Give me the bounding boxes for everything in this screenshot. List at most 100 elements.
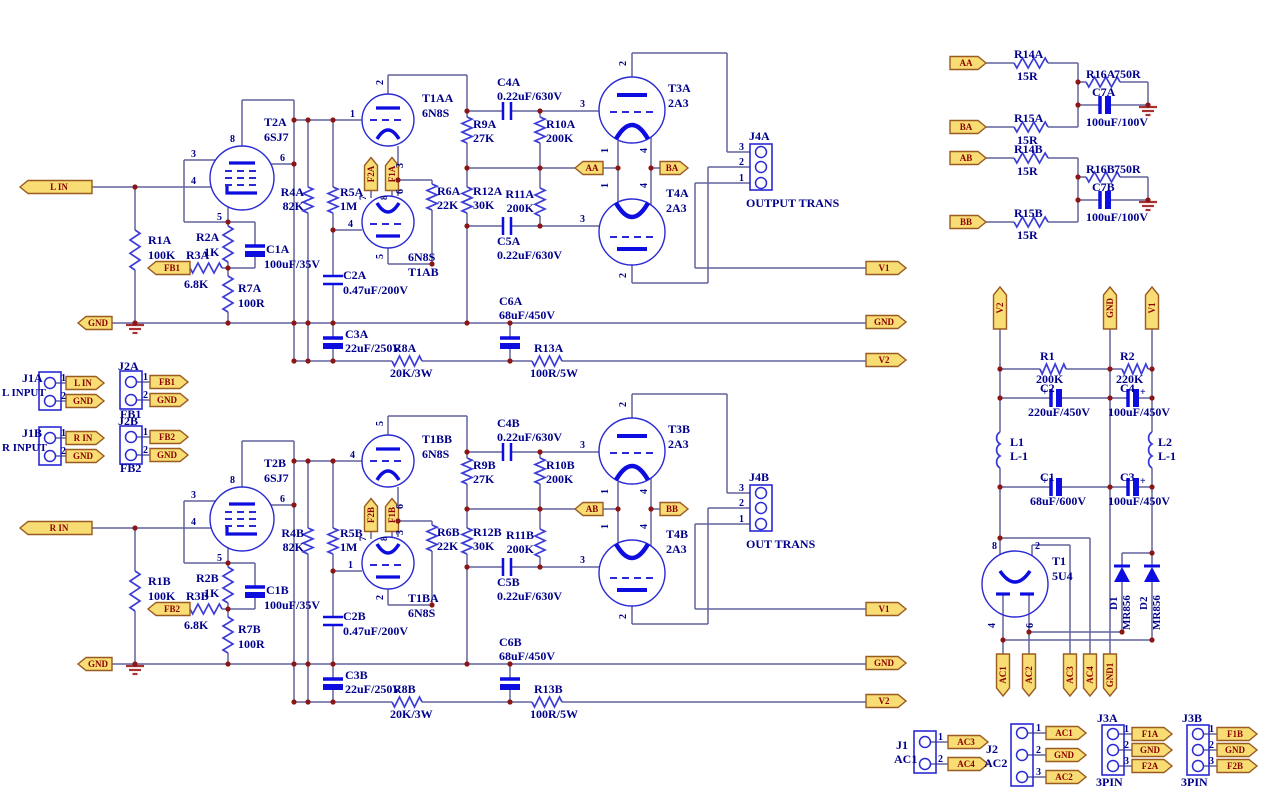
label-3pin: 3PIN: [1096, 775, 1123, 789]
label-2: 2: [618, 61, 629, 66]
label-c3a: C3A: [345, 327, 369, 341]
flag-label: AC3: [1065, 666, 1075, 684]
label-r16b: R16B: [1086, 162, 1115, 176]
label-6n8s: 6N8S: [408, 250, 436, 264]
junction-dot: [305, 661, 311, 667]
junction-dot: [1149, 395, 1155, 401]
label-2: 2: [61, 446, 66, 457]
label-r7b: R7B: [238, 622, 261, 636]
connector-J2B-body: [119, 425, 143, 465]
label-r3b: R3B: [186, 589, 209, 603]
label-c1b: C1B: [266, 583, 289, 597]
junction-dot: [1145, 197, 1151, 203]
junction-dot: [132, 661, 138, 667]
label-6: 6: [395, 189, 406, 194]
junction-dot: [615, 506, 621, 512]
label-7: 7: [358, 195, 368, 200]
label-1k: 1K: [204, 245, 220, 259]
label-5: 5: [375, 254, 386, 259]
flag-label: V1: [879, 263, 890, 273]
flag-bb: [949, 214, 988, 230]
resistor-R7B: [221, 616, 235, 654]
label-r13b: R13B: [534, 682, 563, 696]
label-4: 4: [191, 176, 196, 187]
resistor-R13A: [531, 354, 563, 368]
label-fb1: FB1: [120, 407, 141, 421]
flag-ba: [949, 119, 988, 135]
label-750r: 750R: [1114, 67, 1141, 81]
label-4: 4: [191, 517, 196, 528]
junction-dot: [1119, 629, 1125, 635]
label-200k: 200K: [507, 542, 535, 556]
label-100r: 100R: [238, 637, 265, 651]
junction-dot: [537, 223, 543, 229]
label-c4: C4: [1120, 381, 1135, 395]
resistor-R9A: [459, 116, 475, 144]
junction-dot: [225, 560, 231, 566]
label-5u4: 5U4: [1052, 569, 1073, 583]
junction-dot: [1075, 102, 1081, 108]
flag-label: AC1: [1055, 728, 1073, 738]
label-3: 3: [191, 490, 196, 501]
tube-T4B: [598, 539, 666, 607]
junction-dot: [464, 108, 470, 114]
tube-T1BA: [361, 536, 415, 590]
connector-J2A-body: [119, 370, 143, 410]
resistor-R11A: [532, 187, 548, 217]
resistor-R12A: [459, 186, 475, 214]
flag-label: V1: [879, 604, 890, 614]
label-30k: 30K: [473, 539, 495, 553]
connector-pin: [918, 757, 932, 771]
label-750r: 750R: [1114, 162, 1141, 176]
flag-label: GND: [1054, 750, 1075, 760]
resistor-R11B: [532, 528, 548, 558]
junction-dot: [997, 535, 1003, 541]
label-r15a: R15A: [1014, 111, 1044, 125]
tube-T3A: [614, 122, 650, 141]
junction-dot: [997, 484, 1003, 490]
flag-label: F2A: [1142, 761, 1159, 771]
label-4: 4: [639, 183, 650, 188]
label-r12b: R12B: [473, 525, 502, 539]
junction-dot: [464, 661, 470, 667]
label-mr856: MR856: [1151, 595, 1163, 630]
resistor-R5A: [325, 186, 341, 214]
flag-label: AA: [960, 58, 973, 68]
label-r1: R1: [1040, 349, 1055, 363]
resistor-R16A: [1085, 75, 1121, 89]
resistor-R10A: [532, 116, 548, 144]
label-r14a: R14A: [1014, 47, 1044, 61]
label-c6a: C6A: [499, 294, 523, 308]
label-r6a: R6A: [437, 184, 461, 198]
tube-T2A: [225, 186, 257, 195]
label--: +: [1140, 387, 1146, 398]
label--: +: [1140, 476, 1146, 487]
label-6n8s: 6N8S: [422, 447, 450, 461]
label-220uf-450v: 220uF/450V: [1028, 405, 1090, 419]
label-r1a: R1A: [148, 233, 172, 247]
label-l-input: L INPUT: [2, 387, 46, 399]
flag-f1a: [1131, 726, 1174, 742]
junction-dot: [330, 699, 336, 705]
label-1: 1: [600, 489, 611, 494]
connector-pin: [124, 375, 138, 389]
flag-l-in: [65, 375, 106, 391]
label-3: 3: [191, 149, 196, 160]
junction-dot: [1145, 102, 1151, 108]
label-r2: R2: [1120, 349, 1135, 363]
junction-dot: [507, 661, 513, 667]
label-6-8k: 6.8K: [184, 618, 209, 632]
label-1: 1: [739, 173, 744, 184]
label-100uf-35v: 100uF/35V: [264, 598, 320, 612]
label-1: 1: [350, 109, 355, 120]
junction-dot: [615, 165, 621, 171]
flag-ac1: [995, 653, 1011, 698]
junction-dot: [1026, 629, 1032, 635]
label-3: 3: [580, 214, 585, 225]
flag-label: AC2: [1024, 666, 1034, 684]
label-100r: 100R: [238, 296, 265, 310]
label-0-22uf-630v: 0.22uF/630V: [497, 248, 562, 262]
flag-ba: [659, 160, 690, 176]
flag-label: V1: [1147, 302, 1157, 313]
junction-dot: [507, 320, 513, 326]
